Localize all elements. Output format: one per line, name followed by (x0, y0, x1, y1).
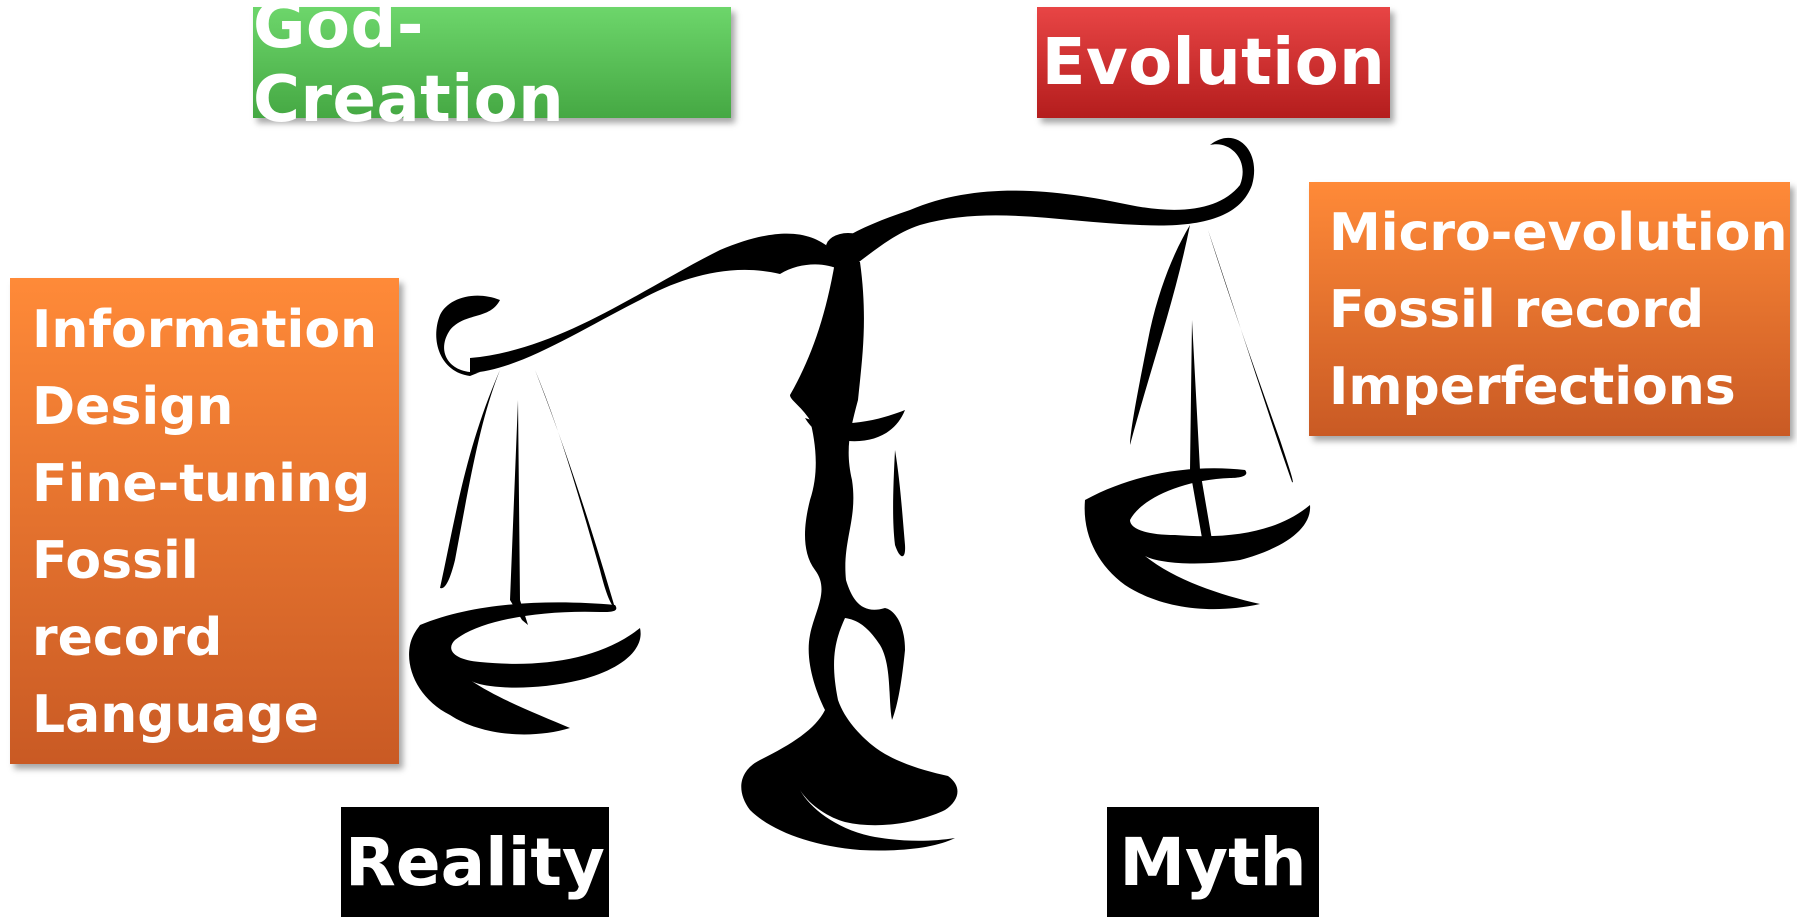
creation-evidence-box: Information Design Fine-tuning Fossil re… (10, 278, 399, 822)
evolution-title: Evolution (1037, 7, 1390, 118)
right-pan (1084, 468, 1311, 610)
evidence-item: Language (32, 685, 320, 745)
god-creation-title: God-Creation (253, 0, 731, 137)
left-chain (440, 370, 500, 589)
myth-verdict: Myth (1107, 807, 1319, 917)
evidence-item: Information (32, 300, 378, 360)
evidence-item: Imperfections (1329, 357, 1736, 417)
left-pan (409, 602, 641, 735)
left-hook (436, 295, 500, 376)
scale-post (741, 262, 958, 851)
evidence-item: Fossil record (32, 531, 223, 668)
evolution-evidence-box: Micro-evolution Fossil record Imperfecti… (1309, 182, 1790, 436)
evidence-item: Micro-evolution (1329, 203, 1788, 263)
evidence-item: Fine-tuning (32, 454, 371, 514)
post-collar (805, 410, 905, 442)
evidence-item: Design (32, 377, 234, 437)
evidence-item: Fossil record (1329, 280, 1705, 340)
evidence-item: … (32, 762, 84, 822)
right-chain (1130, 225, 1190, 445)
reality-verdict: Reality (341, 807, 609, 917)
